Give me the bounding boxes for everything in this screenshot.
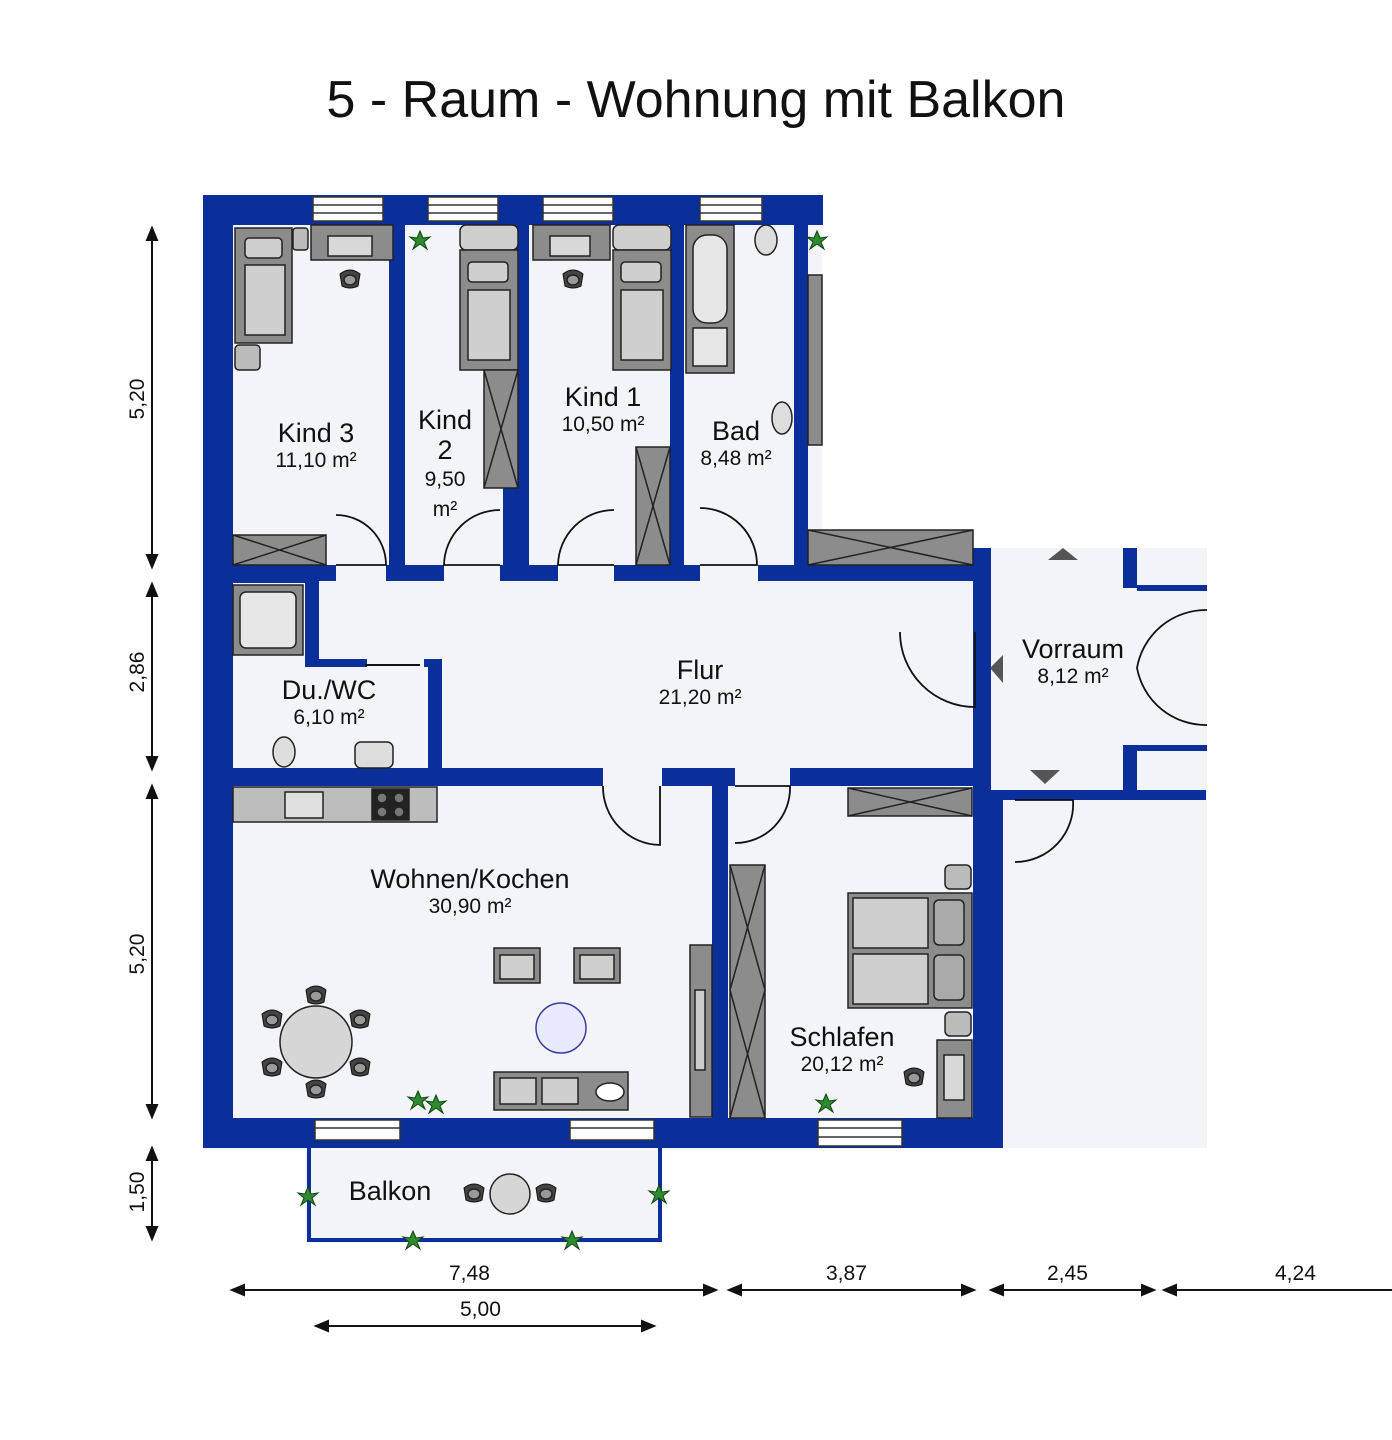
door-arc-icon [1014,799,1075,863]
stair-arrows [990,548,1078,784]
furniture [232,224,974,1250]
window-icon [817,1119,903,1147]
room-name: Bad [711,416,761,446]
room-name: Du./WC [281,675,377,705]
room-name: Wohnen/Kochen [370,864,570,894]
room-duwc: Du./WC 6,10 m² [264,675,394,730]
room-name: Kind 1 [564,382,642,412]
chair-icon [261,1009,283,1029]
room-area: 11,10 m² [275,449,357,472]
stair-arrow-icon [990,655,1003,683]
room-flur: Flur 21,20 m² [640,655,760,710]
room-name: Kind 3 [277,418,355,448]
sink-icon [354,741,394,769]
window-icon [569,1119,655,1141]
room-kind3: Kind 3 11,10 m² [256,418,376,473]
window-icon [312,196,384,222]
chair-icon [261,1057,283,1077]
window-icon [314,1119,401,1141]
door-arc-icon [699,507,758,566]
window-icon [427,196,499,222]
dim-left-4: 1,50 [126,1171,149,1213]
coffee-table-icon [535,1002,587,1054]
chair-icon [349,1009,371,1029]
room-name: Schlafen [789,1022,895,1052]
window-icon [542,196,614,222]
room-bad: Bad 8,48 m² [686,416,786,471]
room-area: 20,12 m² [800,1053,884,1076]
door-arc-icon [557,509,615,566]
room-wohnen: Wohnen/Kochen 30,90 m² [355,864,585,919]
chair-icon [562,269,584,289]
dimension-lines [145,225,1392,1333]
dim-left-2: 2,86 [126,651,149,693]
door-arc-icon [899,631,976,708]
chair-icon [535,1183,557,1203]
room-kind1: Kind 1 10,50 m² [543,382,663,437]
wardrobe-icon [729,864,766,1119]
door-arc-icon [335,514,387,566]
chair-icon [305,985,327,1005]
door-arc-icon [602,785,661,846]
windows [312,196,903,1147]
room-name: Vorraum [1021,634,1125,664]
toilet-icon [272,736,296,768]
stair-arrow-icon [1048,548,1078,560]
dim-bottom-3: 2,45 [1047,1262,1088,1285]
room-name: Flur [676,655,724,685]
room-schlafen: Schlafen 20,12 m² [772,1022,912,1077]
chair-icon [349,1057,371,1077]
plan-title: 5 - Raum - Wohnung mit Balkon [326,71,1066,129]
dim-bottom-4: 4,24 [1275,1262,1316,1285]
dining-table-icon [279,1005,353,1079]
dim-left-1: 5,20 [126,378,149,420]
dim-balcony: 5,00 [460,1298,501,1321]
room-area: 21,20 m² [658,686,742,709]
chair-icon [305,1079,327,1099]
room-area: 30,90 m² [428,895,512,918]
room-name: Kind [417,405,473,435]
room-area: m² [432,498,458,521]
room-balkon: Balkon [330,1176,450,1207]
chair-icon [339,269,361,289]
room-area: 6,10 m² [293,706,365,729]
door-arcs [335,507,1208,863]
window-icon [699,196,763,222]
room-name: Balkon [348,1176,432,1206]
door-arc-icon [443,509,501,566]
room-vorraum: Vorraum 8,12 m² [1008,634,1138,689]
dim-bottom-1: 7,48 [449,1262,490,1285]
toilet-icon [754,224,778,256]
room-area: 8,48 m² [700,447,772,470]
room-name: 2 [437,435,453,465]
dim-bottom-2: 3,87 [826,1262,867,1285]
room-area: 10,50 m² [561,413,645,436]
dining-table-icon [489,1173,531,1215]
sink-icon [771,401,793,435]
door-arc-icon [1136,609,1208,726]
room-kind2: Kind 2 9,50 m² [405,405,485,525]
dim-left-3: 5,20 [126,933,149,975]
room-area: 9,50 [424,468,466,491]
door-arc-icon [734,785,791,844]
room-area: 8,12 m² [1037,665,1109,688]
chair-icon [463,1183,485,1203]
stair-arrow-icon [1030,770,1060,784]
